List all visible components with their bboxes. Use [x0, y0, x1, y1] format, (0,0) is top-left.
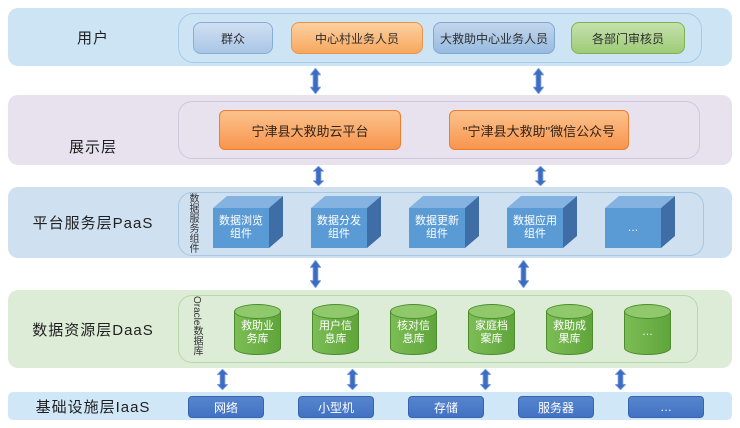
cube-right-face — [269, 196, 283, 248]
double-arrow-icon — [347, 369, 358, 390]
platform-cloud-button: 宁津县大救助云平台 — [219, 110, 401, 150]
layer-daas: 数据资源层DaaS Oracle数据库 救助业务库 用户信息库 核对信息库 家庭… — [8, 290, 732, 368]
cylinder-cap — [312, 304, 359, 319]
cube-front-face: … — [605, 208, 661, 248]
layer-iaas: 基础设施层IaaS 网络 小型机 存储 服务器 … — [8, 392, 732, 420]
presentation-group: 宁津县大救助云平台 "宁津县大救助"微信公众号 — [178, 101, 700, 159]
cube-label: … — [627, 221, 639, 234]
component-cube-distribute: 数据分发组件 — [311, 196, 381, 248]
cylinder-cap — [390, 304, 437, 319]
component-cube-more: … — [605, 196, 675, 248]
database-cylinder-result: 救助成果库 — [546, 304, 593, 356]
cylinder-cap — [546, 304, 593, 319]
daas-group: Oracle数据库 救助业务库 用户信息库 核对信息库 家庭档案库 救助成果库 — [178, 295, 698, 363]
layer-users: 用户 群众 中心村业务人员 大救助中心业务人员 各部门审核员 — [8, 8, 732, 66]
double-arrow-icon — [615, 369, 626, 390]
infra-item-network: 网络 — [188, 396, 264, 418]
cylinder-body: 用户信息库 — [312, 311, 359, 355]
cylinder-label: 用户信息库 — [319, 319, 352, 345]
double-arrow-icon — [217, 369, 228, 390]
component-cube-browse: 数据浏览组件 — [213, 196, 283, 248]
cylinder-label: 救助业务库 — [241, 319, 274, 345]
double-arrow-icon — [480, 369, 491, 390]
layer-presentation: 展示层 宁津县大救助云平台 "宁津县大救助"微信公众号 — [8, 95, 732, 165]
paas-group-label: 数据服务组件 — [187, 193, 198, 253]
cube-right-face — [367, 196, 381, 248]
cube-top-face — [409, 196, 479, 208]
cube-right-face — [661, 196, 675, 248]
layer-paas: 平台服务层PaaS 数据服务组件 数据浏览组件 数据分发组件 数据更新组件 — [8, 187, 732, 258]
cylinder-label: … — [642, 326, 653, 338]
cube-label: 数据浏览组件 — [219, 215, 263, 240]
user-chip-public: 群众 — [193, 22, 273, 54]
paas-group: 数据服务组件 数据浏览组件 数据分发组件 数据更新组件 数据应用组件 — [178, 192, 704, 256]
double-arrow-icon — [310, 260, 321, 288]
infra-item-storage: 存储 — [408, 396, 484, 418]
cylinder-cap — [624, 304, 671, 319]
infra-item-more: … — [628, 396, 704, 418]
cube-right-face — [563, 196, 577, 248]
layer-paas-label: 平台服务层PaaS — [32, 215, 154, 232]
double-arrow-icon — [535, 166, 546, 186]
component-cube-application: 数据应用组件 — [507, 196, 577, 248]
database-cylinder-verify: 核对信息库 — [390, 304, 437, 356]
double-arrow-icon — [313, 166, 324, 186]
cube-top-face — [213, 196, 283, 208]
cylinder-cap — [468, 304, 515, 319]
cylinder-label: 家庭档案库 — [475, 319, 508, 345]
cube-front-face: 数据更新组件 — [409, 208, 465, 248]
infra-item-minicomputer: 小型机 — [298, 396, 374, 418]
component-cube-update: 数据更新组件 — [409, 196, 479, 248]
layer-daas-label: 数据资源层DaaS — [32, 321, 154, 339]
layer-presentation-label: 展示层 — [68, 139, 117, 156]
cube-top-face — [605, 196, 675, 208]
layer-users-label: 用户 — [76, 29, 109, 47]
daas-group-label: Oracle数据库 — [191, 296, 202, 356]
cube-label: 数据分发组件 — [317, 215, 361, 240]
database-cylinder-user: 用户信息库 — [312, 304, 359, 356]
infra-item-server: 服务器 — [518, 396, 594, 418]
user-chip-center-staff: 大救助中心业务人员 — [433, 22, 555, 54]
cube-front-face: 数据浏览组件 — [213, 208, 269, 248]
cube-front-face: 数据分发组件 — [311, 208, 367, 248]
cylinder-label: 核对信息库 — [397, 319, 430, 345]
platform-wechat-button: "宁津县大救助"微信公众号 — [449, 110, 629, 150]
cube-label: 数据更新组件 — [415, 215, 459, 240]
cylinder-body: 救助业务库 — [234, 311, 281, 355]
cube-top-face — [311, 196, 381, 208]
double-arrow-icon — [310, 68, 321, 94]
layer-iaas-label: 基础设施层IaaS — [35, 398, 151, 416]
user-chip-village-staff: 中心村业务人员 — [291, 22, 423, 54]
database-cylinder-more: … — [624, 304, 671, 356]
double-arrow-icon — [518, 260, 529, 288]
cylinder-label: 救助成果库 — [553, 319, 586, 345]
double-arrow-icon — [533, 68, 544, 94]
cube-top-face — [507, 196, 577, 208]
user-chip-dept-reviewer: 各部门审核员 — [571, 22, 685, 54]
cylinder-cap — [234, 304, 281, 319]
database-cylinder-rescue: 救助业务库 — [234, 304, 281, 356]
cube-front-face: 数据应用组件 — [507, 208, 563, 248]
database-cylinder-family: 家庭档案库 — [468, 304, 515, 356]
cube-right-face — [465, 196, 479, 248]
users-group: 群众 中心村业务人员 大救助中心业务人员 各部门审核员 — [178, 13, 702, 63]
cube-label: 数据应用组件 — [513, 215, 557, 240]
